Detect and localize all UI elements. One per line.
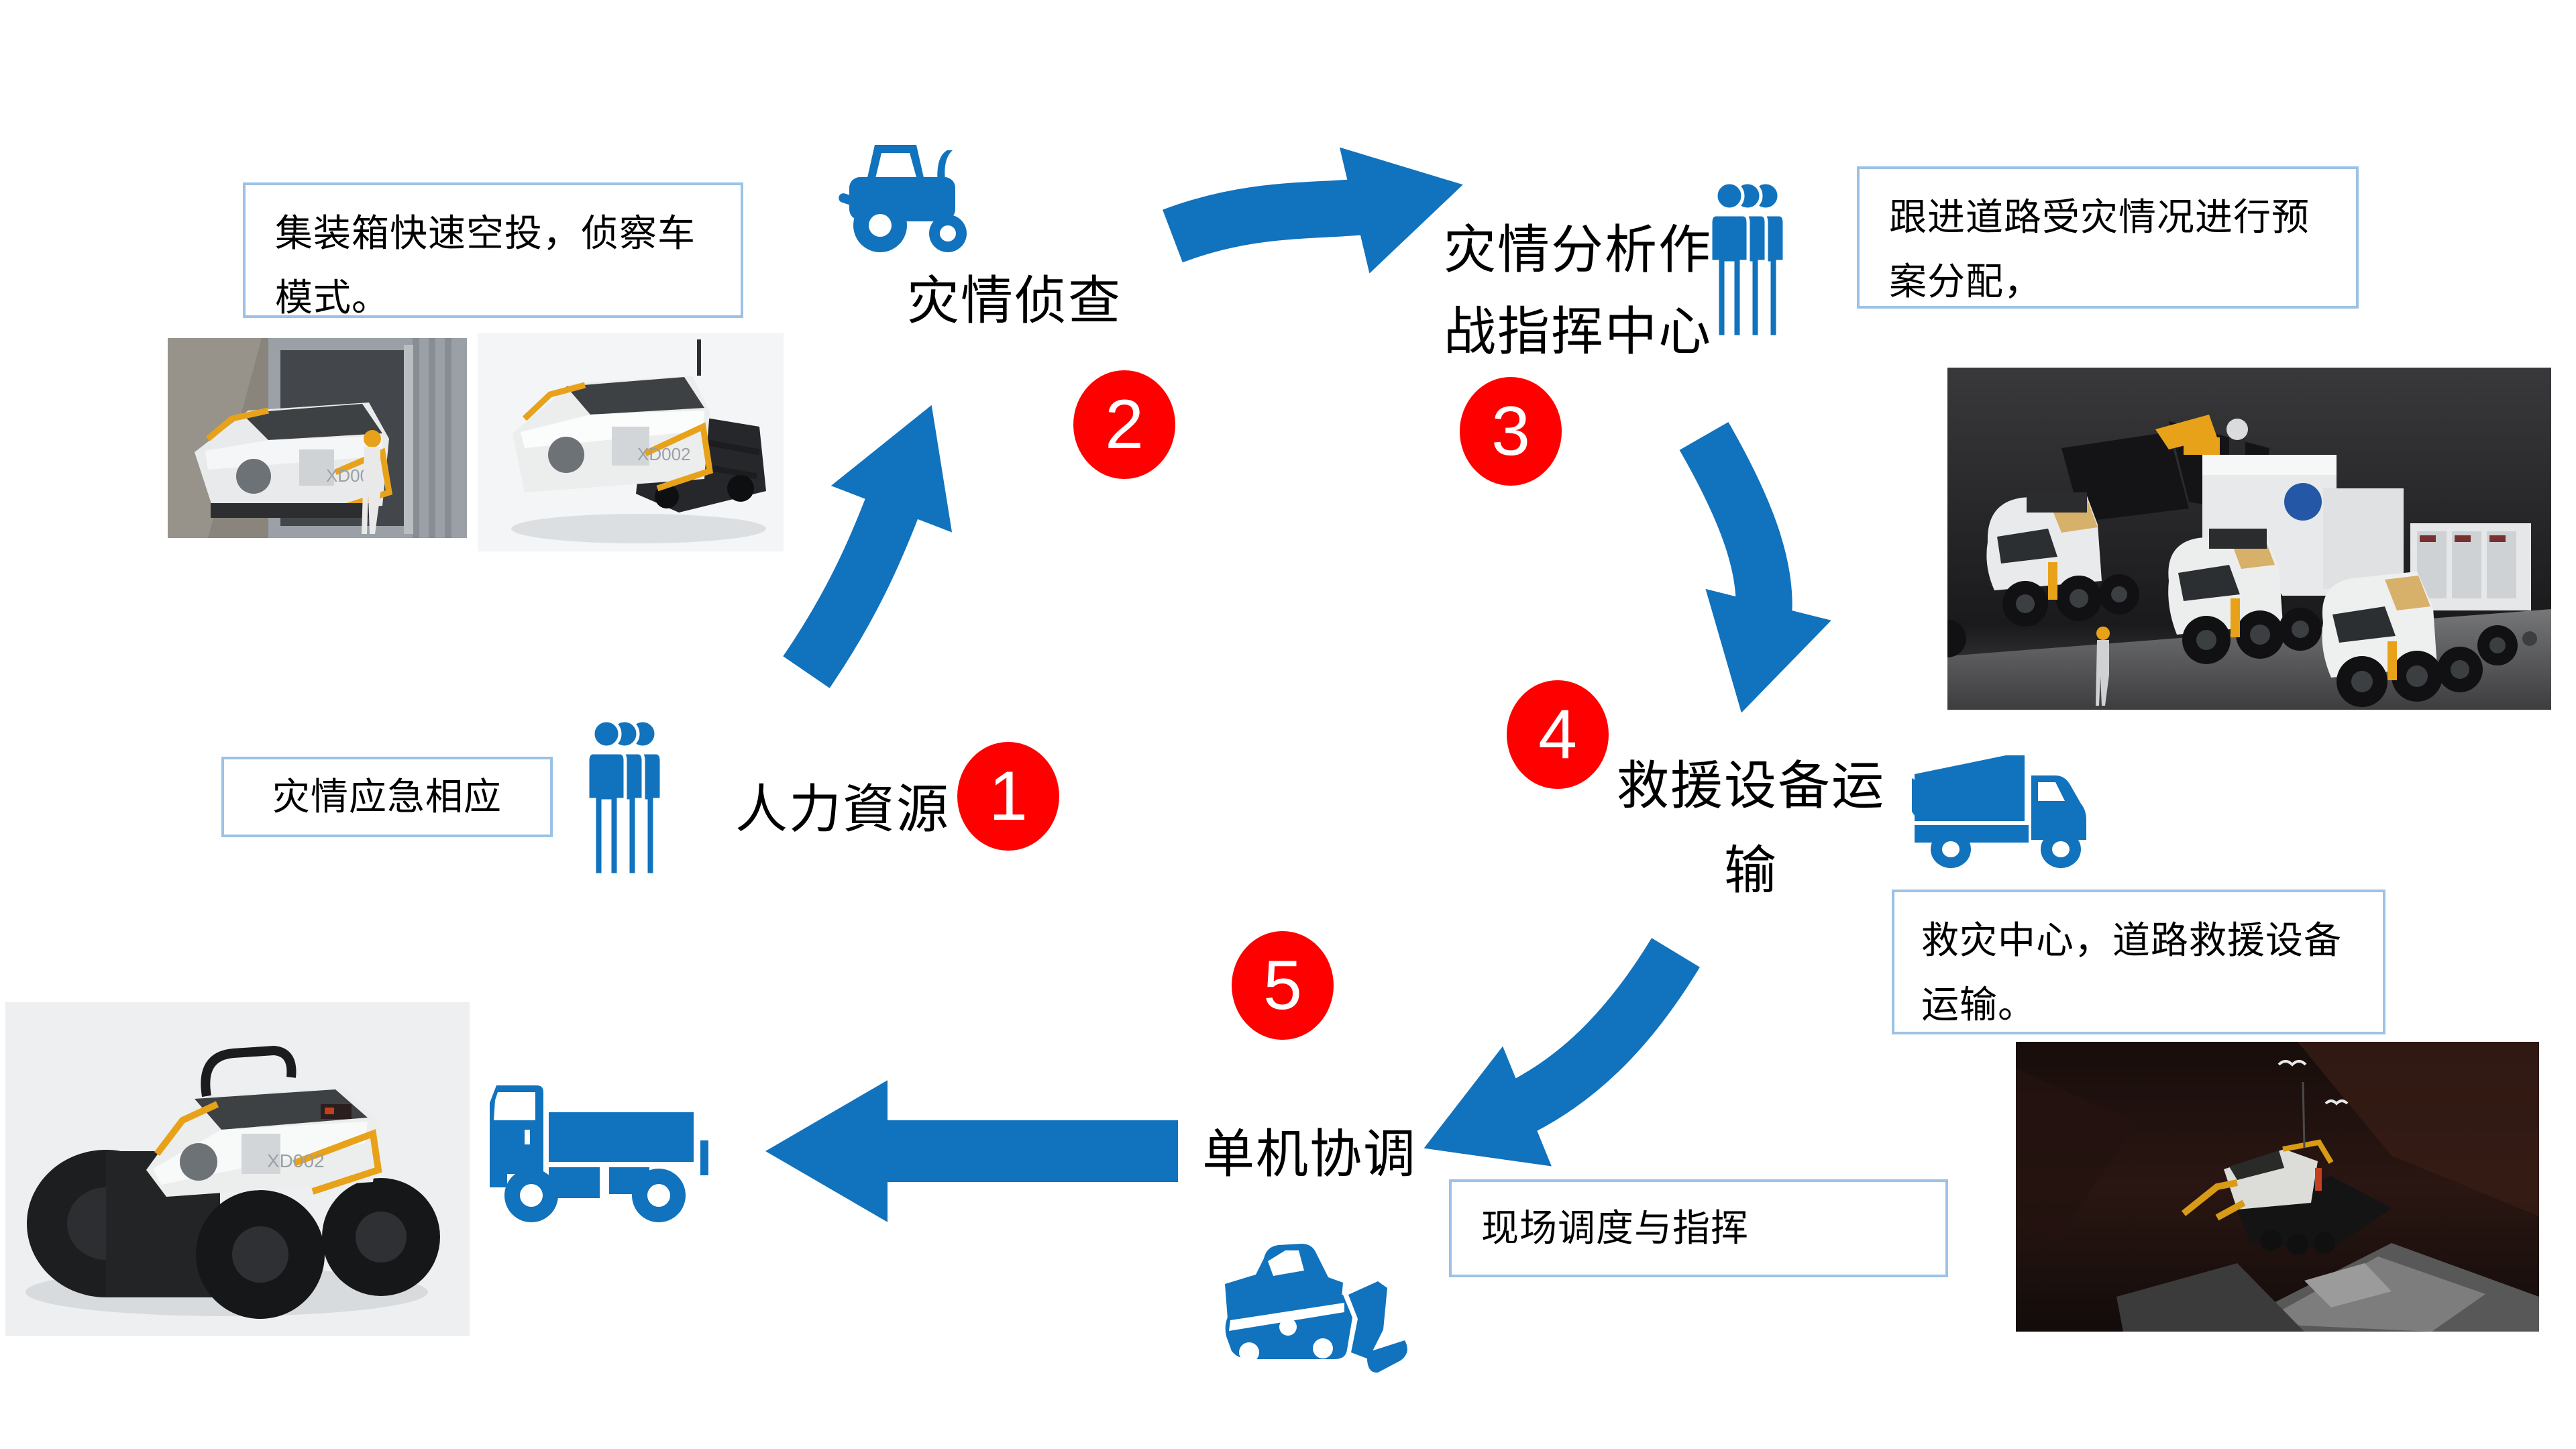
label-equipment-transport: 救援设备运 输 bbox=[1610, 743, 1892, 913]
step-badge-5: 5 bbox=[1232, 931, 1334, 1040]
note-rescue-center: 救灾中心，道路救援设备运输。 bbox=[1892, 890, 2385, 1034]
label-single-machine-coordination: 单机协调 bbox=[1202, 1124, 1417, 1183]
arrow-step4-to-step5 bbox=[1424, 938, 1700, 1167]
photo-night-rescue bbox=[2016, 1042, 2539, 1332]
step-number: 1 bbox=[989, 757, 1028, 835]
label-equipment-transport-line1: 救援设备运 bbox=[1616, 756, 1885, 815]
vehicle-marking: XD002 bbox=[637, 444, 691, 464]
arrow-step2-to-step3 bbox=[1163, 147, 1463, 274]
tractor-icon bbox=[839, 133, 989, 262]
flatbed-truck-icon bbox=[487, 1071, 769, 1230]
photo-truck-convoy bbox=[1947, 368, 2551, 710]
label-command-center: 灾情分析作 战指挥中心 bbox=[1444, 209, 1712, 372]
arrow-step1-to-step2 bbox=[783, 405, 953, 688]
people-group-icon bbox=[589, 719, 695, 879]
arrow-step3-to-step4 bbox=[1679, 422, 1831, 713]
step-badge-4: 4 bbox=[1507, 680, 1609, 789]
step-badge-2: 2 bbox=[1073, 370, 1175, 479]
note-airdrop: 集装箱快速空投，侦察车模式。 bbox=[243, 182, 743, 319]
people-group-icon bbox=[1712, 181, 1818, 341]
label-command-center-line1: 灾情分析作 bbox=[1444, 220, 1713, 279]
note-onsite-command: 现场调度与指挥 bbox=[1449, 1179, 1948, 1277]
step-number: 2 bbox=[1105, 386, 1144, 464]
label-command-center-line2: 战指挥中心 bbox=[1444, 301, 1713, 361]
note-emergency-response: 灾情应急相应 bbox=[221, 757, 553, 837]
photo-wheeled-robot: XD002 bbox=[5, 1002, 470, 1336]
note-plan-allocation: 跟进道路受灾情况进行预案分配， bbox=[1857, 166, 2359, 309]
step-number: 5 bbox=[1263, 947, 1302, 1024]
label-equipment-transport-line2: 输 bbox=[1723, 841, 1778, 900]
label-disaster-recon: 灾情侦查 bbox=[907, 271, 1122, 330]
bulldozer-icon bbox=[1224, 1241, 1414, 1377]
photo-container-airdrop: XD002 bbox=[168, 338, 467, 538]
label-human-resources: 人力資源 bbox=[735, 780, 951, 839]
step-badge-3: 3 bbox=[1460, 377, 1562, 486]
photo-recon-vehicle: XD002 bbox=[478, 333, 784, 551]
vehicle-marking: XD002 bbox=[267, 1150, 325, 1171]
step-number: 3 bbox=[1491, 392, 1530, 470]
step-number: 4 bbox=[1538, 696, 1577, 773]
dump-truck-icon bbox=[1912, 747, 2108, 869]
step-badge-1: 1 bbox=[957, 742, 1059, 851]
